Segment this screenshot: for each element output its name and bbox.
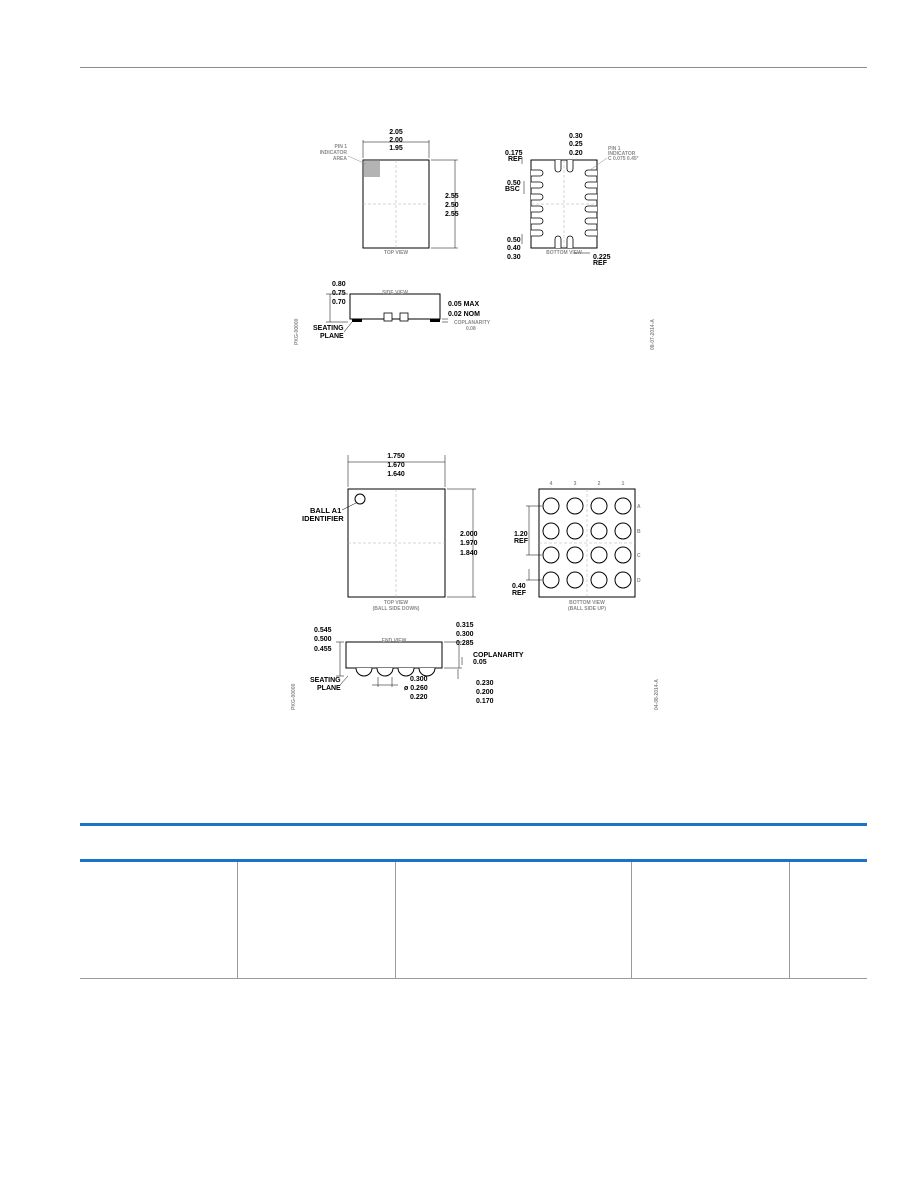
package-outline-wlcsp: 1.750 1.670 1.640 2.000 1.970 1.840 BALL…: [291, 453, 660, 710]
pad-length-max: 0.50: [507, 237, 521, 244]
section-rule: [80, 823, 867, 826]
top-view-caption: TOP VIEW: [384, 250, 409, 256]
col-label-2: 2: [598, 481, 601, 487]
wlcsp-seating-line2: PLANE: [317, 685, 341, 692]
pad-width-nom: 0.25: [569, 141, 583, 148]
package-code-right: 08-07-2014-A: [650, 319, 656, 350]
wlcsp-width-nom: 1.670: [387, 462, 405, 469]
end-height-max: 0.545: [314, 627, 332, 634]
wlcsp-coplanarity-label: COPLANARITY: [473, 652, 524, 659]
row-label-c: C: [637, 553, 641, 559]
wlcsp-bottom-caption-2: (BALL SIDE UP): [568, 606, 606, 612]
table-col-divider: [631, 862, 632, 978]
top-width-nom: 2.00: [389, 137, 403, 144]
ref-0175-label: REF: [508, 156, 523, 163]
pad-length-min: 0.30: [507, 254, 521, 261]
ref-120-value: 1.20: [514, 531, 528, 538]
pad-width-max: 0.30: [569, 133, 583, 140]
standoff-nom: 0.02 NOM: [448, 311, 480, 318]
ref-0225-value: 0.225: [593, 254, 611, 261]
package-outline-lfcsp: 2.05 2.00 1.95 2.55 2.50 2.55 PIN 1 INDI…: [294, 129, 656, 350]
side-height-nom: 0.75: [332, 290, 346, 297]
wlcsp-code-right: 04-08-2014-A: [654, 679, 660, 710]
wlcsp-height-max: 2.000: [460, 531, 478, 538]
wlcsp-coplanarity-value: 0.05: [473, 659, 487, 666]
side-height-min: 0.70: [332, 299, 346, 306]
col-label-1: 1: [622, 481, 625, 487]
bottom-view-caption: BOTTOM VIEW: [546, 250, 582, 256]
ball-dia-min: 0.220: [410, 694, 428, 701]
pin1-label-line1: PIN 1: [334, 144, 347, 150]
col-label-4: 4: [550, 481, 553, 487]
top-width-max: 2.05: [389, 129, 403, 136]
ref-0175-value: 0.175: [505, 150, 523, 157]
ordering-guide-table: [80, 862, 867, 979]
wlcsp-seating-line1: SEATING: [310, 677, 341, 684]
end-view-caption: END VIEW: [382, 638, 407, 644]
standoff-max-2: 0.230: [476, 680, 494, 687]
col-label-3: 3: [574, 481, 577, 487]
side-height-max: 0.80: [332, 281, 346, 288]
side-view-caption: SIDE VIEW: [382, 290, 408, 296]
table-col-divider: [789, 862, 790, 978]
body-thk-max: 0.315: [456, 622, 474, 629]
wlcsp-top-caption-1: TOP VIEW: [384, 600, 409, 606]
top-height-nom: 2.50: [445, 202, 459, 209]
table-header-rule: [80, 859, 867, 862]
top-height-max: 2.55: [445, 193, 459, 200]
wlcsp-width-min: 1.640: [387, 471, 405, 478]
wlcsp-bottom-caption-1: BOTTOM VIEW: [569, 600, 605, 606]
coplanarity-value: 0.08: [466, 326, 476, 332]
pin1-indicator-area: [364, 161, 380, 177]
ball-a1-label-line2: IDENTIFIER: [302, 514, 344, 523]
seating-plane-line1: SEATING: [313, 325, 344, 332]
table-col-divider: [237, 862, 238, 978]
pad-width-min: 0.20: [569, 150, 583, 157]
end-view-balls: [355, 667, 436, 677]
ball-a1-label-line1: BALL A1: [310, 506, 341, 515]
ref-0225-label: REF: [593, 260, 608, 267]
header-rule: [80, 67, 867, 68]
pitch-value: 0.50: [507, 180, 521, 187]
wlcsp-height-nom: 1.970: [460, 540, 478, 547]
coplanarity-label: COPLANARITY: [454, 320, 491, 326]
wlcsp-code-left: PKG-00000: [291, 683, 297, 710]
pin1-label-line2: INDICATOR: [320, 150, 348, 156]
ball-dia-nom: ø 0.260: [404, 685, 428, 692]
row-label-d: D: [637, 578, 641, 584]
ball-dia-max: 0.300: [410, 676, 428, 683]
package-code-left: PKG-00000: [294, 318, 300, 345]
row-label-a: A: [637, 504, 641, 510]
top-height-min: 2.55: [445, 211, 459, 218]
side-view-body: [349, 293, 441, 320]
end-height-nom: 0.500: [314, 636, 332, 643]
end-view-body: [345, 641, 443, 669]
row-label-b: B: [637, 529, 641, 535]
standoff-min-2: 0.170: [476, 698, 494, 705]
wlcsp-top-caption-2: (BALL SIDE DOWN): [373, 606, 420, 612]
ref-040-label: REF: [512, 590, 527, 597]
pad-length-nom: 0.40: [507, 245, 521, 252]
body-thk-nom: 0.300: [456, 631, 474, 638]
body-thk-min: 0.285: [456, 640, 474, 647]
bottom-pin1-label-line2: INDICATOR: [608, 151, 636, 157]
pitch-bsc: BSC: [505, 186, 520, 193]
ref-120-label: REF: [514, 538, 529, 545]
wlcsp-height-min: 1.840: [460, 550, 478, 557]
pin1-label-line3: AREA: [333, 156, 348, 162]
ball-grid: [542, 497, 632, 589]
bottom-pin1-label-line1: PIN 1: [608, 146, 621, 152]
top-width-min: 1.95: [389, 145, 403, 152]
standoff-nom-2: 0.200: [476, 689, 494, 696]
end-height-min: 0.455: [314, 646, 332, 653]
seating-plane-line2: PLANE: [320, 333, 344, 340]
bottom-pin1-label-line3: C 0.075 0.45°: [608, 156, 639, 162]
ball-a1-identifier-mark: [354, 493, 366, 505]
ref-040-value: 0.40: [512, 583, 526, 590]
table-col-divider: [395, 862, 396, 978]
wlcsp-width-max: 1.750: [387, 453, 405, 460]
standoff-max: 0.05 MAX: [448, 301, 479, 308]
